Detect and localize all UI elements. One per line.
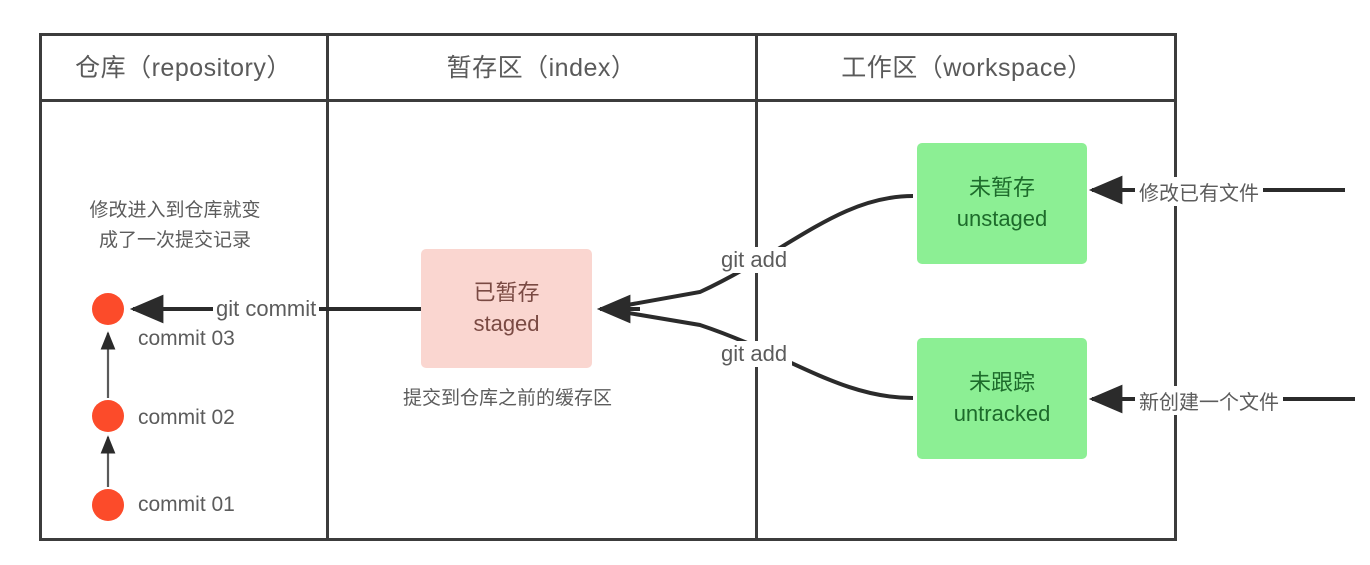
modify-existing-file-note: 修改已有文件 (1135, 177, 1263, 206)
commit-label-02: commit 02 (138, 406, 235, 429)
header-row-divider (39, 99, 1177, 102)
git-add-label-top: git add (716, 247, 793, 273)
commit-node-03 (92, 293, 124, 325)
diagram-table-frame (39, 33, 1177, 541)
unstaged-box: 未暂存 unstaged (917, 143, 1087, 264)
commit-label-03: commit 03 (138, 327, 235, 350)
commit-label-01: commit 01 (138, 493, 235, 516)
column-header-workspace: 工作区（workspace） (841, 54, 1093, 82)
commit-node-02 (92, 400, 124, 432)
column-header-repository: 仓库（repository） (75, 54, 292, 82)
create-new-file-note: 新创建一个文件 (1135, 386, 1283, 415)
git-add-arrow-untracked (604, 307, 914, 400)
staged-caption: 提交到仓库之前的缓存区 (402, 388, 612, 409)
git-add-label-bottom: git add (716, 341, 793, 367)
untracked-box: 未跟踪 untracked (917, 338, 1087, 459)
commit-node-01 (92, 489, 124, 521)
column-header-index: 暂存区（index） (446, 54, 637, 82)
git-commit-label: git commit (213, 296, 320, 322)
column-divider-repository-index (326, 33, 329, 541)
repository-note: 修改进入到仓库就变 成了一次提交记录 (89, 200, 261, 251)
staged-box: 已暂存 staged (421, 249, 592, 368)
column-divider-index-workspace (755, 33, 758, 541)
git-add-arrow-unstaged (604, 194, 914, 311)
